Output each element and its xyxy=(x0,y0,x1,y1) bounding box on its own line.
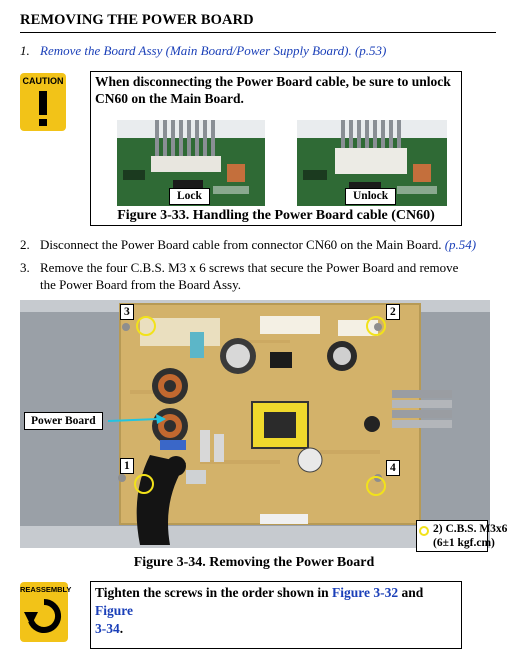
caution-box: When disconnecting the Power Board cable… xyxy=(90,71,462,226)
figure-33-caption: Figure 3-33. Handling the Power Board ca… xyxy=(117,208,435,223)
reassembly-text-post: . xyxy=(119,621,124,636)
step-2-page-link[interactable]: (p.54) xyxy=(444,237,477,252)
reassembly-icon-label: REASSEMBLY xyxy=(20,585,72,594)
step-2-number: 2. xyxy=(20,237,30,252)
lock-label: Lock xyxy=(169,188,210,205)
reassembly-icon: REASSEMBLY xyxy=(20,582,72,642)
reassembly-text: Tighten the screws in the order shown in… xyxy=(95,584,457,638)
screw-4-highlight xyxy=(366,476,386,496)
title-rule xyxy=(20,32,496,33)
screw-3-highlight xyxy=(136,316,156,336)
screw-callout-line2: (6±1 kgf.cm) xyxy=(433,537,495,549)
marker-3: 3 xyxy=(120,304,134,320)
figure-34-caption: Figure 3-34. Removing the Power Board xyxy=(133,555,375,570)
power-board-label: Power Board xyxy=(24,412,103,430)
caution-icon: CAUTION xyxy=(20,73,66,131)
step-2-body: Disconnect the Power Board cable from co… xyxy=(40,237,442,252)
reassembly-text-pre: Tighten the screws in the order shown in xyxy=(95,585,333,600)
figure-3-34-link[interactable]: Figure xyxy=(95,603,133,618)
power-board-arrow xyxy=(108,414,166,424)
marker-4: 4 xyxy=(386,460,400,476)
screw-callout: 2) C.B.S. M3x6 (6±1 kgf.cm) xyxy=(416,520,508,552)
marker-2: 2 xyxy=(386,304,400,320)
step-1-number: 1. xyxy=(20,43,30,58)
reassembly-text-mid: and xyxy=(398,585,424,600)
unlock-photo: Unlock xyxy=(297,120,447,206)
screw-callout-line1: 2) C.B.S. M3x6 xyxy=(433,523,508,535)
step-3-line2: the Power Board from the Board Assy. xyxy=(40,277,241,292)
marker-1: 1 xyxy=(120,458,134,474)
section-title: REMOVING THE POWER BOARD xyxy=(20,12,254,28)
screw-2-highlight xyxy=(366,316,386,336)
reassembly-box: Tighten the screws in the order shown in… xyxy=(90,581,462,649)
screw-callout-marker xyxy=(419,526,429,536)
figure-3-32-link[interactable]: Figure 3-32 xyxy=(332,585,399,600)
unlock-label: Unlock xyxy=(345,188,397,205)
screw-1-highlight xyxy=(134,474,154,494)
figure-3-34-link-cont[interactable]: 3-34 xyxy=(95,621,120,636)
caution-icon-label: CAUTION xyxy=(22,76,64,86)
lock-photo: Lock xyxy=(117,120,265,206)
power-board-photo: 1 2 3 4 Power Board 2) C.B.S. M3x6 (6±1 … xyxy=(20,300,507,552)
caution-text-line1: When disconnecting the Power Board cable… xyxy=(95,74,451,89)
step-1-link[interactable]: Remove the Board Assy (Main Board/Power … xyxy=(40,43,387,58)
step-2-text: Disconnect the Power Board cable from co… xyxy=(40,236,476,253)
power-board-illustration xyxy=(20,300,490,548)
caution-text-line2: CN60 on the Main Board. xyxy=(95,91,244,106)
step-3-line1: Remove the four C.B.S. M3 x 6 screws tha… xyxy=(40,260,459,275)
step-3-number: 3. xyxy=(20,260,30,275)
